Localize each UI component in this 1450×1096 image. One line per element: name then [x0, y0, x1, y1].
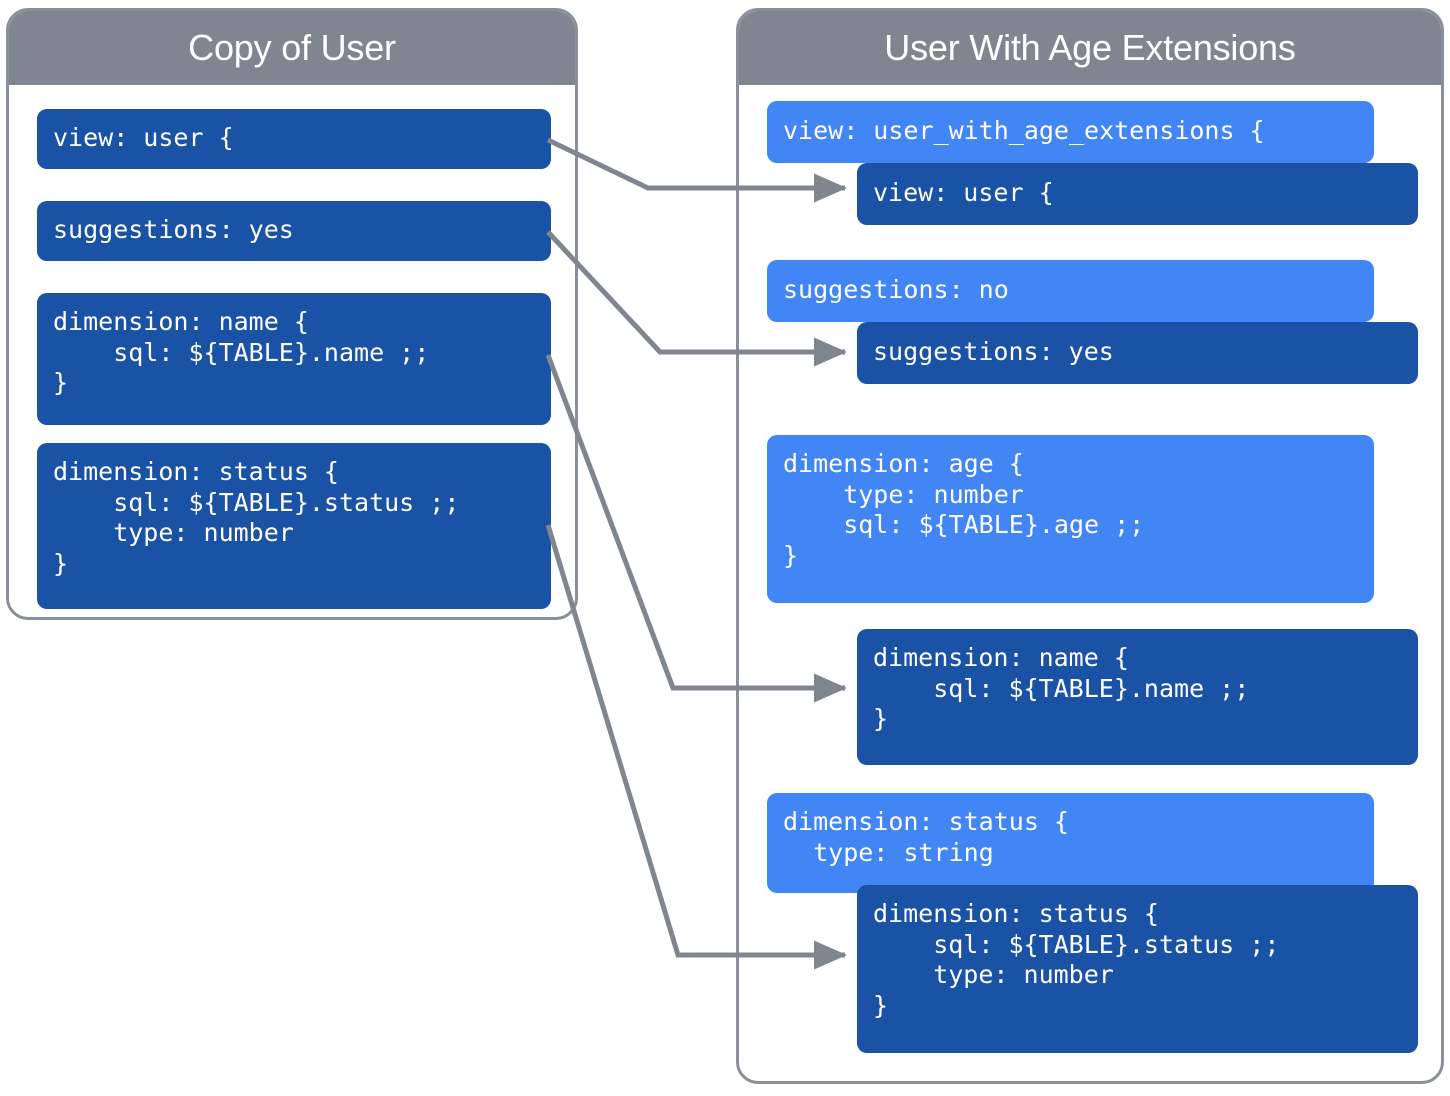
code-block-suggestions-no[interactable]: suggestions: no [767, 260, 1374, 322]
panel-copy-of-user: Copy of User view: user { suggestions: y… [6, 8, 578, 620]
code-block-dimension-status-inherited[interactable]: dimension: status { sql: ${TABLE}.status… [857, 885, 1418, 1053]
code-block-suggestions-yes-inherited[interactable]: suggestions: yes [857, 322, 1418, 384]
code-block-dimension-name-inherited[interactable]: dimension: name { sql: ${TABLE}.name ;; … [857, 629, 1418, 765]
panel-left-title: Copy of User [9, 11, 575, 85]
code-block-dimension-status-override[interactable]: dimension: status { type: string [767, 793, 1374, 893]
code-block-view-user[interactable]: view: user { [37, 109, 551, 169]
code-block-view-user-inherited[interactable]: view: user { [857, 163, 1418, 225]
code-block-dimension-status[interactable]: dimension: status { sql: ${TABLE}.status… [37, 443, 551, 609]
panel-user-with-age-extensions: User With Age Extensions view: user_with… [736, 8, 1444, 1084]
code-block-dimension-name[interactable]: dimension: name { sql: ${TABLE}.name ;; … [37, 293, 551, 425]
panel-right-title: User With Age Extensions [739, 11, 1441, 85]
code-block-suggestions-yes[interactable]: suggestions: yes [37, 201, 551, 261]
code-block-dimension-age[interactable]: dimension: age { type: number sql: ${TAB… [767, 435, 1374, 603]
code-block-view-user-with-age-extensions[interactable]: view: user_with_age_extensions { [767, 101, 1374, 163]
